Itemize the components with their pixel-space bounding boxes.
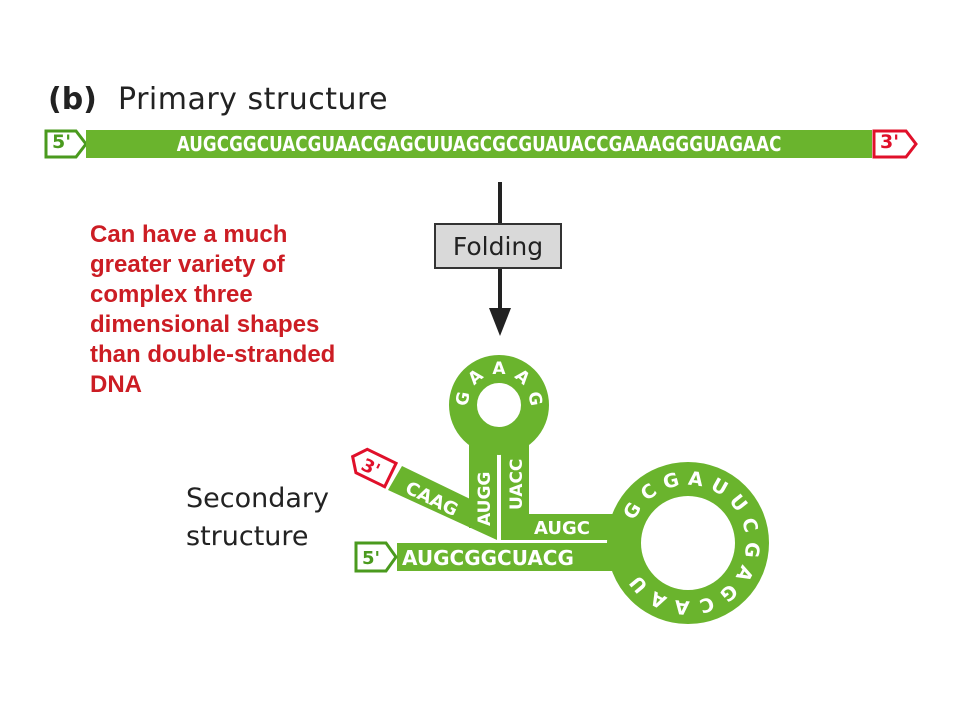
three-prime-tag-primary (872, 129, 918, 159)
five-prime-label-primary: 5' (52, 131, 72, 153)
big-loop-letter: G (661, 469, 682, 494)
folding-label-box: Folding (434, 223, 562, 269)
junction-bar (501, 514, 625, 540)
big-loop-letter: C (697, 592, 717, 617)
folding-arrow-head (489, 308, 511, 336)
bottom-strand-bar (397, 543, 627, 571)
panel-label: (b) (48, 82, 97, 117)
hairpin-letter: G (452, 390, 474, 407)
three-prime-arm (388, 466, 497, 540)
hairpin-loop-ring (449, 355, 549, 455)
big-loop-letter: G (740, 541, 764, 559)
stem-left-text: AUGG (475, 472, 495, 526)
three-prime-tag-secondary (350, 447, 399, 489)
bottom-strand-text: AUGCGGCUACG (402, 546, 574, 570)
five-prime-label-secondary: 5' (362, 548, 380, 569)
hairpin-letter: G (523, 390, 545, 407)
three-prime-label-primary: 3' (880, 131, 900, 153)
annotation-note: Can have a much greater variety of compl… (90, 221, 336, 398)
big-loop-letter: A (687, 468, 705, 492)
primary-sequence: AUGCGGCUACGUAACGAGCUUAGCGCGUAUACCGAAAGGG… (176, 132, 782, 156)
big-loop-letter: C (737, 515, 762, 535)
stem-right-bar (501, 432, 529, 514)
secondary-structure-title: Secondary structure (186, 483, 329, 552)
five-prime-tag-secondary (354, 541, 398, 573)
five-prime-tag-primary (44, 129, 88, 159)
stem-right-text: UACC (507, 459, 527, 510)
primary-structure-title: Primary structure (118, 82, 389, 117)
hairpin-letter: A (492, 359, 506, 379)
folding-label: Folding (452, 231, 544, 261)
big-loop-letter: A (673, 595, 690, 618)
primary-strand: AUGCGGCUACGUAACGAGCUUAGCGCGUAUACCGAAAGGG… (86, 130, 872, 158)
junction-text: AUGC (534, 518, 590, 539)
